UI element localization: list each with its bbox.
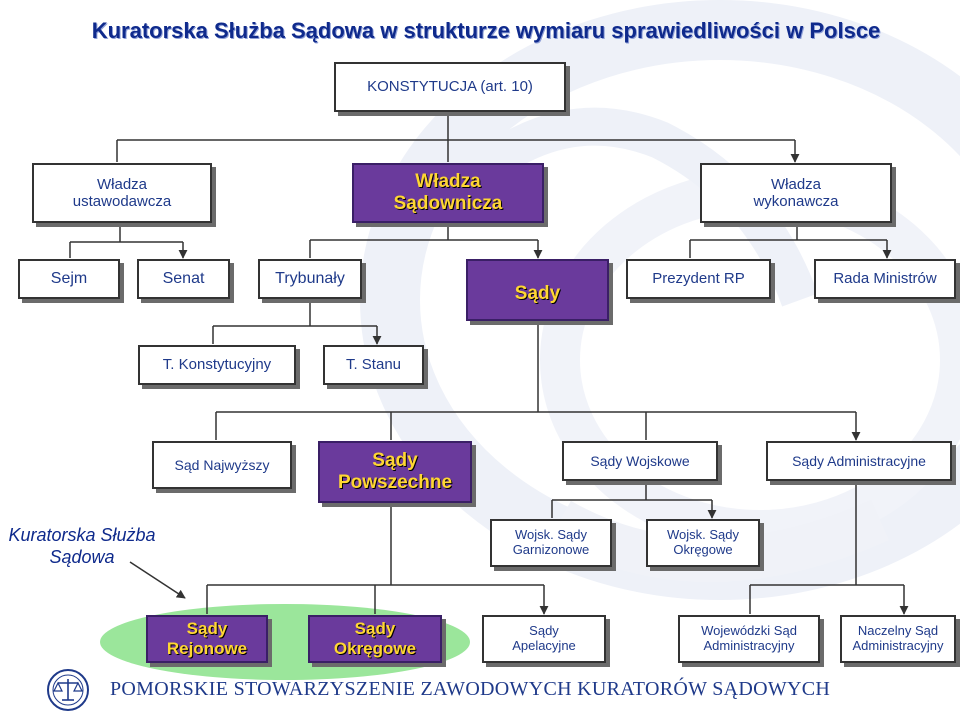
senat-box: Senat (137, 259, 230, 299)
wojewodzki-sad-line2: Administracyjny (703, 638, 795, 653)
page-title: Kuratorska Służba Sądowa w strukturze wy… (91, 18, 881, 43)
sejm-label: Sejm (50, 269, 88, 287)
wojewodzki-sad-box: Wojewódzki Sąd Administracyjny (678, 615, 820, 663)
trybunal-stanu-label: T. Stanu (345, 356, 402, 374)
kss-label-line2: Sądowa (49, 546, 115, 567)
executive-power-line1: Władza (770, 175, 822, 193)
sady-administracyjne-box: Sądy Administracyjne (766, 441, 952, 481)
judicial-power-line2: Sądownicza (393, 193, 503, 214)
trybunal-konstytucyjny-label: T. Konstytucyjny (162, 356, 272, 374)
footer-association-name: POMORSKIE STOWARZYSZENIE ZAWODOWYCH KURA… (110, 678, 831, 700)
trybunal-konstytucyjny-box: T. Konstytucyjny (138, 345, 296, 385)
wojskowe-garnizonowe-box: Wojsk. Sądy Garnizonowe (490, 519, 612, 567)
rada-ministrow-label: Rada Ministrów (833, 270, 937, 288)
sady-rejonowe-line1: Sądy (186, 619, 228, 639)
judicial-power-line1: Władza (415, 171, 481, 193)
sad-najwyzszy-box: Sąd Najwyższy (152, 441, 292, 489)
rada-ministrow-box: Rada Ministrów (814, 259, 956, 299)
sady-okregowe-line1: Sądy (354, 619, 396, 639)
executive-power-box: Władza wykonawcza (700, 163, 892, 223)
sady-box: Sądy (466, 259, 609, 321)
executive-power-line2: wykonawcza (753, 193, 839, 210)
sady-rejonowe-line2: Rejonowe (166, 639, 248, 658)
kss-label: Kuratorska Służba Sądowa (0, 525, 164, 568)
naczelny-sad-box: Naczelny Sąd Administracyjny (840, 615, 956, 663)
prezydent-label: Prezydent RP (652, 270, 745, 288)
wojskowe-garnizonowe-line1: Wojsk. Sądy (514, 527, 587, 543)
sady-wojskowe-label: Sądy Wojskowe (590, 452, 690, 469)
wojskowe-garnizonowe-line2: Garnizonowe (512, 542, 590, 557)
sady-administracyjne-label: Sądy Administracyjne (792, 452, 926, 469)
sady-okregowe-line2: Okręgowe (333, 639, 417, 658)
constitution-box: KONSTYTUCJA (art. 10) (334, 62, 566, 112)
trybunal-stanu-box: T. Stanu (323, 345, 424, 385)
wojewodzki-sad-line1: Wojewódzki Sąd (701, 623, 797, 639)
sady-rejonowe-box: Sądy Rejonowe (146, 615, 268, 663)
scales-of-justice-icon (47, 669, 89, 711)
wojskowe-okregowe-line1: Wojsk. Sądy (666, 527, 739, 543)
sejm-box: Sejm (18, 259, 120, 299)
senat-label: Senat (162, 269, 205, 287)
sady-powszechne-box: Sądy Powszechne (318, 441, 472, 503)
sady-wojskowe-box: Sądy Wojskowe (562, 441, 718, 481)
wojskowe-okregowe-line2: Okręgowe (673, 542, 733, 557)
trybunaly-box: Trybunały (258, 259, 362, 299)
sady-powszechne-line1: Sądy (372, 450, 418, 472)
naczelny-sad-line2: Administracyjny (852, 638, 944, 653)
sady-apelacyjne-line1: Sądy (529, 623, 559, 639)
legislative-power-line2: ustawodawcza (72, 193, 172, 210)
sady-okregowe-box: Sądy Okręgowe (308, 615, 442, 663)
legislative-power-box: Władza ustawodawcza (32, 163, 212, 223)
constitution-label: KONSTYTUCJA (art. 10) (367, 78, 533, 96)
wojskowe-okregowe-box: Wojsk. Sądy Okręgowe (646, 519, 760, 567)
sady-label: Sądy (514, 283, 561, 305)
naczelny-sad-line1: Naczelny Sąd (857, 623, 939, 639)
kss-label-line1: Kuratorska Służba (8, 525, 156, 545)
trybunaly-label: Trybunały (275, 269, 345, 287)
legislative-power-line1: Władza (96, 175, 148, 193)
sady-apelacyjne-box: Sądy Apelacyjne (482, 615, 606, 663)
sad-najwyzszy-label: Sąd Najwyższy (174, 456, 270, 473)
sady-powszechne-line2: Powszechne (337, 472, 453, 493)
judicial-power-box: Władza Sądownicza (352, 163, 544, 223)
prezydent-box: Prezydent RP (626, 259, 771, 299)
sady-apelacyjne-line2: Apelacyjne (512, 638, 576, 653)
